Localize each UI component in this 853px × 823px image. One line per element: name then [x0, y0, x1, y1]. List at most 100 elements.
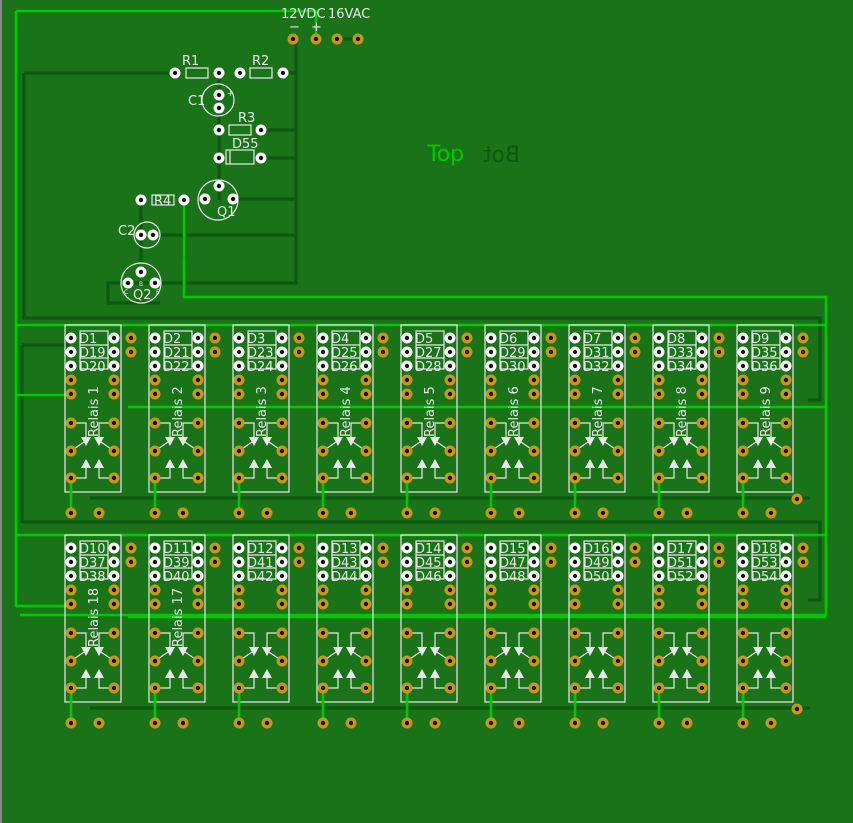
- relay-label: Relais 17: [171, 588, 186, 647]
- board-edge: [0, 0, 2, 823]
- coil-pad: [65, 598, 77, 610]
- contact-pad: [653, 627, 665, 639]
- relay-outline: [400, 324, 458, 493]
- coil-pad: [612, 374, 624, 386]
- contact-pad: [569, 472, 581, 484]
- diode-label: D15: [499, 542, 526, 557]
- coil-pad: [401, 374, 413, 386]
- relay-switch-symbol: [574, 632, 619, 689]
- diode-pad: [149, 556, 161, 568]
- resistor-r4-body: [151, 194, 175, 206]
- coil-pad: [569, 584, 581, 596]
- diode-pad: [696, 542, 708, 554]
- aux-pad: [797, 542, 809, 554]
- aux-pad: [713, 332, 725, 344]
- contact-pad: [65, 472, 77, 484]
- coil-pad: [65, 388, 77, 400]
- relay-outline: [568, 324, 626, 493]
- component-pad: [213, 102, 225, 114]
- contact-pad: [108, 417, 120, 429]
- contact-pad: [612, 627, 624, 639]
- diode-pad: [276, 346, 288, 358]
- contact-pad: [108, 655, 120, 667]
- diode-pad: [569, 556, 581, 568]
- component-pad: [149, 277, 161, 289]
- diode-pad: [444, 556, 456, 568]
- coil-pad: [485, 584, 497, 596]
- output-pad: [65, 717, 77, 729]
- diode-group: [667, 330, 697, 370]
- diode-pad: [317, 346, 329, 358]
- contact-pad: [612, 472, 624, 484]
- output-pad: [429, 717, 441, 729]
- diode-pad: [317, 360, 329, 372]
- diode-pad: [65, 556, 77, 568]
- diode-pad: [65, 570, 77, 582]
- diode-pad: [612, 556, 624, 568]
- diode-pad: [276, 570, 288, 582]
- diode-label: D40: [163, 570, 190, 585]
- label-16vac: 16VAC: [328, 7, 370, 22]
- transistor-q2-outline: [120, 262, 162, 304]
- component-pad: [147, 229, 159, 241]
- contact-pad: [612, 682, 624, 694]
- contact-pad: [192, 682, 204, 694]
- relay-outline: [148, 534, 206, 703]
- label-minus: −: [289, 20, 300, 35]
- output-pad: [233, 717, 245, 729]
- contact-pad: [233, 682, 245, 694]
- diode-label: D33: [667, 346, 694, 361]
- relay-label: Relais 6: [507, 386, 522, 437]
- coil-pad: [192, 598, 204, 610]
- relay-switch-symbol: [490, 632, 535, 689]
- relay-outline: [484, 324, 542, 493]
- contact-pad: [780, 627, 792, 639]
- contact-pad: [737, 445, 749, 457]
- diode-pad: [696, 346, 708, 358]
- coil-pad: [612, 388, 624, 400]
- contact-pad: [108, 445, 120, 457]
- aux-pad: [125, 542, 137, 554]
- contact-pad: [401, 655, 413, 667]
- diode-pad: [737, 542, 749, 554]
- diode-pad: [653, 570, 665, 582]
- contact-pad: [192, 445, 204, 457]
- aux-pad: [797, 332, 809, 344]
- diode-pad: [780, 360, 792, 372]
- label-c1-plus: +: [227, 89, 234, 98]
- relay-outline: [232, 324, 290, 493]
- coil-pad: [696, 584, 708, 596]
- diode-pad: [360, 542, 372, 554]
- contact-pad: [360, 655, 372, 667]
- diode-group: [79, 330, 109, 370]
- contact-pad: [696, 682, 708, 694]
- contact-pad: [569, 445, 581, 457]
- component-pad: [135, 266, 147, 278]
- coil-pad: [317, 374, 329, 386]
- diode-group: [247, 540, 277, 580]
- aux-pad: [461, 556, 473, 568]
- aux-pad: [125, 332, 137, 344]
- diode-pad: [233, 346, 245, 358]
- contact-pad: [276, 627, 288, 639]
- power-pad: [287, 33, 299, 45]
- diode-label: D7: [583, 332, 601, 347]
- aux-pad: [209, 332, 221, 344]
- relay-outline: [736, 534, 794, 703]
- contact-pad: [485, 472, 497, 484]
- output-pad: [261, 717, 273, 729]
- relay-outline: [568, 534, 626, 703]
- diode-label: D41: [247, 556, 274, 571]
- contact-pad: [401, 445, 413, 457]
- contact-pad: [276, 655, 288, 667]
- contact-pad: [696, 627, 708, 639]
- output-pad: [569, 717, 581, 729]
- contact-pad: [737, 682, 749, 694]
- diode-label: D51: [667, 556, 694, 571]
- coil-pad: [108, 598, 120, 610]
- contact-pad: [653, 472, 665, 484]
- coil-pad: [233, 584, 245, 596]
